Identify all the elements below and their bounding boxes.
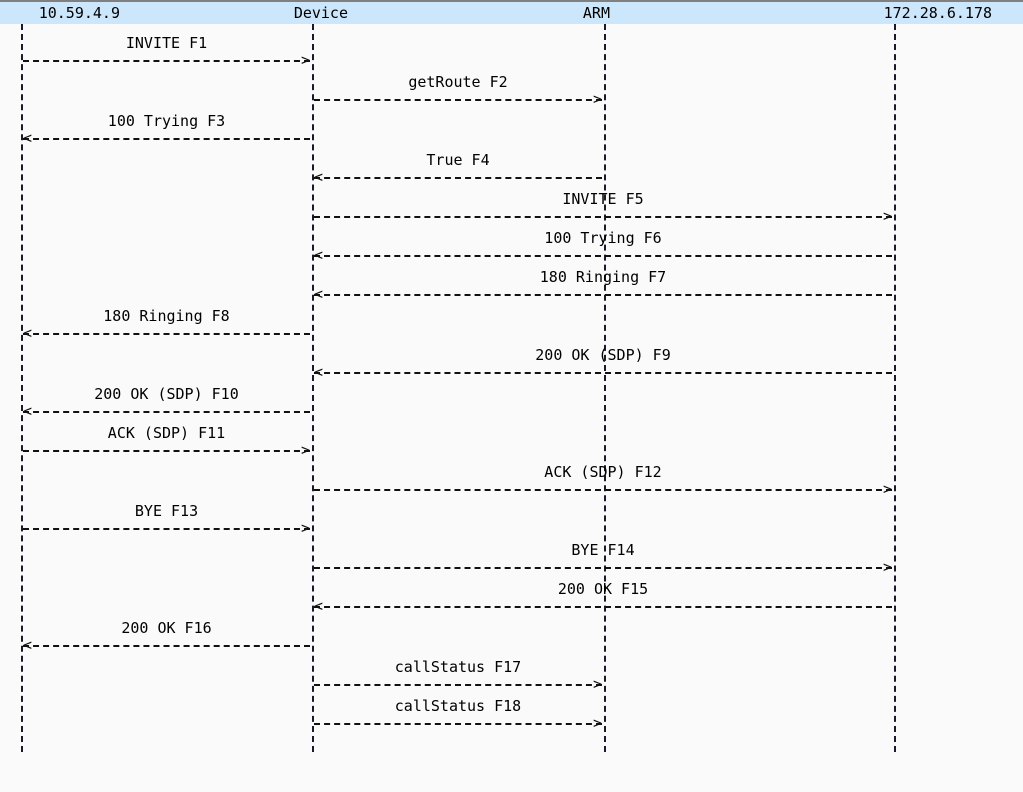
- message-arrow-line: [314, 177, 602, 179]
- message-label: 180 Ringing F8: [103, 307, 230, 325]
- message-arrow-line: [314, 489, 892, 491]
- message-label: 100 Trying F6: [544, 229, 662, 247]
- message-arrow-line: [23, 528, 310, 530]
- message-row[interactable]: BYE F13 >: [0, 501, 1023, 540]
- message-arrow-line: [23, 411, 310, 413]
- arrowhead-left-icon: <: [23, 324, 33, 342]
- arrowhead-left-icon: <: [23, 636, 33, 654]
- message-row[interactable]: callStatus F18 >: [0, 696, 1023, 735]
- arrowhead-right-icon: >: [301, 51, 311, 69]
- message-arrow-line: [314, 606, 892, 608]
- arrowhead-right-icon: >: [883, 480, 893, 498]
- message-label: 200 OK F16: [121, 619, 212, 637]
- message-label: 180 Ringing F7: [539, 268, 667, 286]
- arrowhead-right-icon: >: [593, 90, 603, 108]
- message-arrow-line: [23, 450, 310, 452]
- lifeline-1: [312, 24, 314, 752]
- message-label: getRoute F2: [408, 73, 508, 91]
- message-label: 200 OK (SDP) F10: [94, 385, 239, 403]
- message-label: BYE F14: [571, 541, 635, 559]
- message-row[interactable]: 200 OK (SDP) F9 <: [0, 345, 1023, 384]
- arrowhead-right-icon: >: [593, 714, 603, 732]
- message-label: True F4: [426, 151, 490, 169]
- message-row[interactable]: callStatus F17 >: [0, 657, 1023, 696]
- message-label: 200 OK (SDP) F9: [535, 346, 671, 364]
- message-row[interactable]: getRoute F2 >: [0, 72, 1023, 111]
- arrowhead-left-icon: <: [23, 402, 33, 420]
- message-arrow-line: [314, 372, 892, 374]
- message-label: ACK (SDP) F12: [544, 463, 662, 481]
- message-label: 200 OK F15: [557, 580, 649, 598]
- arrowhead-right-icon: >: [883, 207, 893, 225]
- arrowhead-left-icon: <: [314, 168, 324, 186]
- message-arrow-line: [23, 645, 310, 647]
- arrowhead-right-icon: >: [301, 441, 311, 459]
- message-row[interactable]: INVITE F5 >: [0, 189, 1023, 228]
- message-arrow-line: [23, 333, 310, 335]
- message-arrow-line: [23, 60, 310, 62]
- message-label: BYE F13: [134, 502, 199, 520]
- lifeline-0: [21, 24, 23, 752]
- message-arrow-line: [314, 684, 602, 686]
- message-arrow-line: [314, 99, 602, 101]
- arrowhead-left-icon: <: [314, 246, 324, 264]
- arrowhead-right-icon: >: [301, 519, 311, 537]
- participant-header-2[interactable]: ARM: [582, 4, 610, 22]
- message-label: INVITE F5: [562, 190, 644, 208]
- arrowhead-left-icon: <: [23, 129, 33, 147]
- sequence-canvas: INVITE F1>getRoute F2>100 Trying F3<True…: [0, 24, 1023, 792]
- message-arrow-line: [23, 138, 310, 140]
- message-row[interactable]: 100 Trying F3 <: [0, 111, 1023, 150]
- message-row[interactable]: 200 OK (SDP) F10 <: [0, 384, 1023, 423]
- message-row[interactable]: BYE F14 >: [0, 540, 1023, 579]
- message-arrow-line: [314, 255, 892, 257]
- arrowhead-right-icon: >: [593, 675, 603, 693]
- arrowhead-left-icon: <: [314, 285, 324, 303]
- message-row[interactable]: True F4 <: [0, 150, 1023, 189]
- message-row[interactable]: 200 OK F16 <: [0, 618, 1023, 657]
- participant-header-0[interactable]: 10.59.4.9: [38, 4, 120, 22]
- message-label: callStatus F17: [394, 658, 522, 676]
- arrowhead-left-icon: <: [314, 363, 324, 381]
- message-row[interactable]: 180 Ringing F8 <: [0, 306, 1023, 345]
- top-separator-line: [0, 0, 1023, 2]
- message-row[interactable]: 200 OK F15 <: [0, 579, 1023, 618]
- participant-header-1[interactable]: Device: [293, 4, 348, 22]
- message-arrow-line: [314, 216, 892, 218]
- participant-header-3[interactable]: 172.28.6.178: [883, 4, 992, 22]
- lifeline-3: [894, 24, 896, 752]
- message-row[interactable]: ACK (SDP) F12 >: [0, 462, 1023, 501]
- participants-header-band: 10.59.4.9 Device ARM 172.28.6.178: [0, 2, 1023, 24]
- message-arrow-line: [314, 294, 892, 296]
- arrowhead-left-icon: <: [314, 597, 324, 615]
- message-row[interactable]: 100 Trying F6 <: [0, 228, 1023, 267]
- message-arrow-line: [314, 723, 602, 725]
- message-row[interactable]: ACK (SDP) F11 >: [0, 423, 1023, 462]
- lifeline-2: [604, 24, 606, 752]
- message-row[interactable]: 180 Ringing F7 <: [0, 267, 1023, 306]
- message-row[interactable]: INVITE F1 >: [0, 33, 1023, 72]
- message-arrow-line: [314, 567, 892, 569]
- message-label: callStatus F18: [394, 697, 522, 715]
- message-label: ACK (SDP) F11: [107, 424, 226, 442]
- message-label: INVITE F1: [125, 34, 208, 52]
- arrowhead-right-icon: >: [883, 558, 893, 576]
- message-label: 100 Trying F3: [107, 112, 226, 130]
